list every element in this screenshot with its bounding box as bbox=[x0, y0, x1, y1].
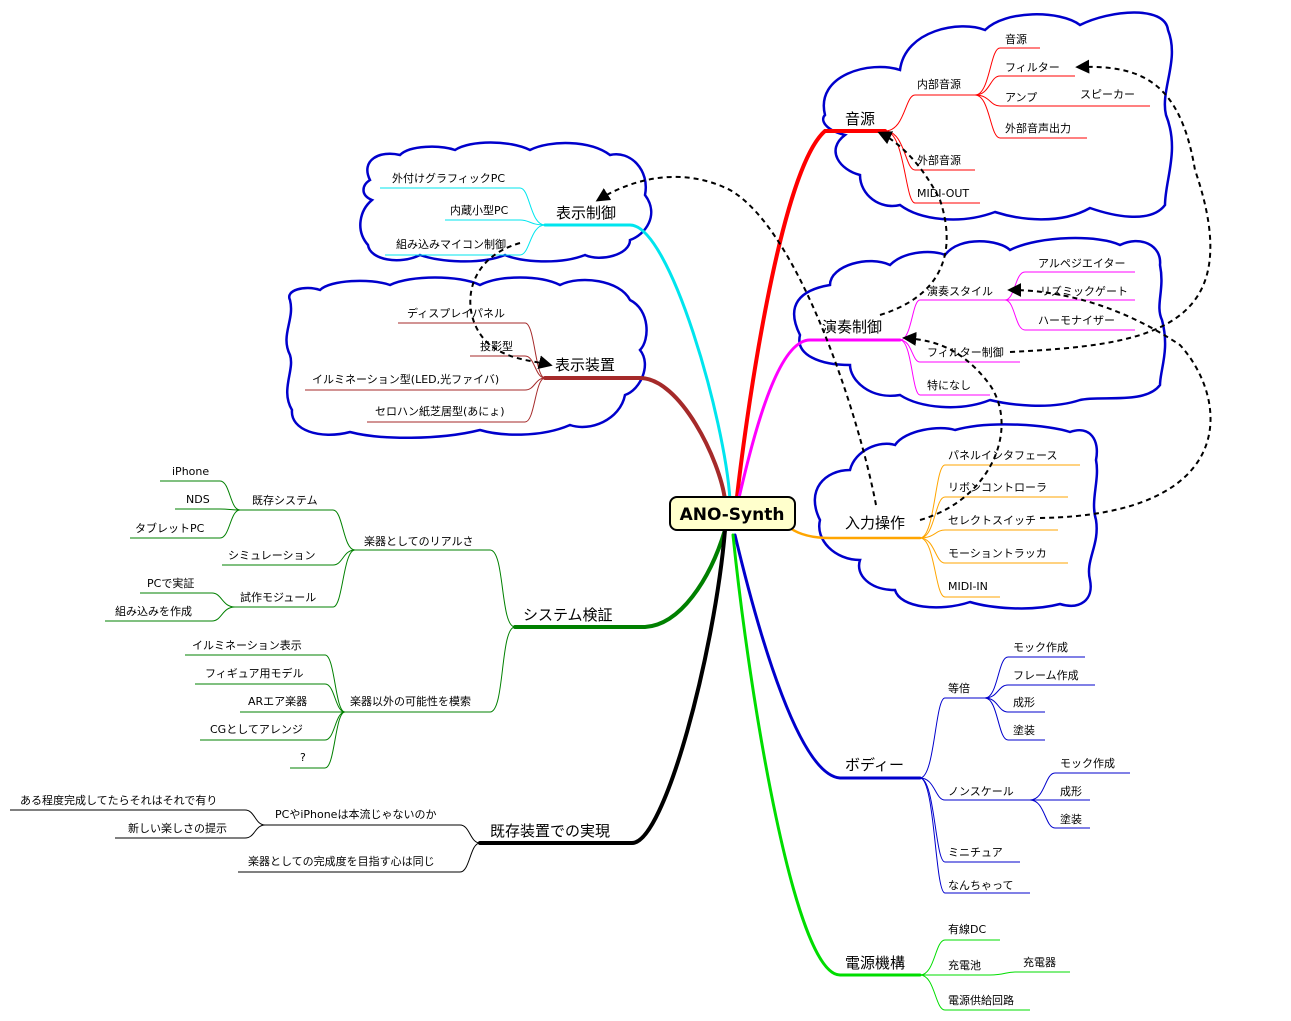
node-realism[interactable]: 楽器としてのリアルさ bbox=[364, 535, 474, 548]
branch-existing-curve bbox=[478, 528, 727, 845]
branch-verify-curve bbox=[513, 528, 727, 629]
node-ar-air-instrument[interactable]: ARエア楽器 bbox=[248, 695, 307, 708]
node-input[interactable]: 入力操作 bbox=[845, 514, 905, 532]
node-acceptable-if-complete[interactable]: ある程度完成してたらそれはそれで有り bbox=[20, 793, 217, 807]
node-cg-arrange[interactable]: CGとしてアレンジ bbox=[210, 723, 303, 736]
node-existing-system[interactable]: 既存システム bbox=[252, 493, 318, 507]
node-system-verification[interactable]: システム検証 bbox=[523, 606, 613, 624]
branch-body-curve bbox=[733, 533, 922, 780]
node-amp[interactable]: アンプ bbox=[1005, 91, 1037, 104]
node-harmonizer[interactable]: ハーモナイザー bbox=[1038, 314, 1115, 327]
node-question[interactable]: ? bbox=[300, 751, 306, 764]
node-display-device[interactable]: 表示装置 bbox=[555, 356, 615, 374]
node-filter[interactable]: フィルター bbox=[1005, 61, 1060, 74]
node-perform[interactable]: 演奏制御 bbox=[822, 318, 882, 336]
link-filterctrl-to-filter bbox=[1009, 59, 1212, 353]
node-molding-2[interactable]: 成形 bbox=[1060, 785, 1082, 798]
link-embedded-to-displaydev bbox=[469, 242, 553, 370]
node-iphone[interactable]: iPhone bbox=[172, 465, 209, 478]
node-motion-tracker[interactable]: モーショントラッカ bbox=[948, 547, 1047, 560]
node-midi-in[interactable]: MIDI-IN bbox=[948, 580, 988, 593]
node-arpeggiator[interactable]: アルペジエイター bbox=[1038, 257, 1125, 270]
node-miniature[interactable]: ミニチュア bbox=[948, 846, 1003, 859]
node-nonscale[interactable]: ノンスケール bbox=[948, 785, 1014, 798]
node-panel-interface[interactable]: パネルインタフェース bbox=[948, 449, 1057, 462]
cloud-display-ctrl bbox=[359, 141, 653, 263]
node-body[interactable]: ボディー bbox=[845, 756, 904, 774]
cloud-display-dev bbox=[285, 276, 648, 439]
node-none[interactable]: 特になし bbox=[927, 378, 971, 392]
cloud-input bbox=[813, 423, 1099, 610]
link-perform-to-sound bbox=[877, 131, 948, 316]
node-pc-proof[interactable]: PCで実証 bbox=[147, 576, 194, 590]
node-paint-2[interactable]: 塗装 bbox=[1060, 812, 1082, 826]
node-display-panel[interactable]: ディスプレイパネル bbox=[407, 306, 505, 320]
main-branches bbox=[478, 129, 922, 977]
node-embedded-mcu[interactable]: 組み込みマイコン制御 bbox=[396, 237, 506, 251]
node-charger[interactable]: 充電器 bbox=[1023, 955, 1056, 969]
node-select-switch[interactable]: セレクトスイッチ bbox=[948, 514, 1036, 527]
node-built-in-pc[interactable]: 内蔵小型PC bbox=[450, 203, 509, 217]
link-input-to-displayctrl bbox=[595, 175, 877, 506]
node-power[interactable]: 電源機構 bbox=[845, 954, 905, 972]
node-internal-source[interactable]: 内部音源 bbox=[917, 77, 961, 91]
node-same-mind[interactable]: 楽器としての完成度を目指す心は同じ bbox=[248, 854, 435, 868]
node-cellophane[interactable]: セロハン紙芝居型(あにょ) bbox=[375, 404, 505, 418]
node-build-embedded[interactable]: 組み込みを作成 bbox=[115, 605, 192, 618]
node-power-supply[interactable]: 電源供給回路 bbox=[948, 993, 1014, 1007]
node-ext-audio-out[interactable]: 外部音声出力 bbox=[1005, 121, 1071, 135]
node-same-size[interactable]: 等倍 bbox=[948, 681, 970, 695]
node-wired-dc[interactable]: 有線DC bbox=[948, 922, 986, 936]
branch-input-curve bbox=[788, 526, 922, 540]
branch-display-dev-curve bbox=[543, 376, 727, 502]
sub-branches bbox=[10, 47, 1150, 1011]
node-existing-realization[interactable]: 既存装置での実現 bbox=[490, 822, 610, 840]
node-projection[interactable]: 投影型 bbox=[480, 339, 513, 353]
node-speaker[interactable]: スピーカー bbox=[1080, 88, 1135, 101]
node-tablet-pc[interactable]: タブレットPC bbox=[135, 521, 205, 535]
node-nds[interactable]: NDS bbox=[186, 493, 210, 506]
node-illumination-type[interactable]: イルミネーション型(LED,光ファイバ) bbox=[312, 372, 499, 386]
root-node[interactable]: ANO-Synth bbox=[669, 496, 796, 531]
node-external-graphic-pc[interactable]: 外付けグラフィックPC bbox=[392, 171, 505, 185]
node-ribbon-controller[interactable]: リボンコントローラ bbox=[948, 481, 1047, 494]
branch-sound-curve bbox=[733, 129, 887, 517]
cloud-perform bbox=[792, 236, 1167, 409]
node-nanchatte[interactable]: なんちゃって bbox=[948, 879, 1013, 892]
dashed-connectors bbox=[469, 59, 1212, 521]
branch-perform-curve bbox=[733, 338, 902, 517]
node-perform-style[interactable]: 演奏スタイル bbox=[927, 284, 993, 298]
node-rhythmic-gate[interactable]: リズミックゲート bbox=[1040, 284, 1128, 298]
node-midi-out[interactable]: MIDI-OUT bbox=[917, 187, 969, 200]
node-source[interactable]: 音源 bbox=[1005, 32, 1027, 46]
node-mock-1[interactable]: モック作成 bbox=[1013, 641, 1068, 654]
branch-power-curve bbox=[731, 533, 922, 977]
link-input-to-perform bbox=[902, 331, 1003, 521]
cloud-sound bbox=[821, 11, 1174, 221]
node-simulation[interactable]: シミュレーション bbox=[228, 549, 316, 562]
cloud-boundaries bbox=[285, 11, 1174, 610]
node-other-possibilities[interactable]: 楽器以外の可能性を模索 bbox=[350, 694, 471, 708]
node-filter-control[interactable]: フィルター制御 bbox=[927, 345, 1004, 359]
node-mock-2[interactable]: モック作成 bbox=[1060, 757, 1115, 770]
link-select-to-rhythmic bbox=[1007, 283, 1212, 519]
node-external-source[interactable]: 外部音源 bbox=[917, 153, 961, 167]
node-sound[interactable]: 音源 bbox=[845, 110, 875, 128]
node-pc-iphone-question[interactable]: PCやiPhoneは本流じゃないのか bbox=[275, 807, 436, 821]
node-display-control[interactable]: 表示制御 bbox=[556, 204, 616, 222]
node-illumination-display[interactable]: イルミネーション表示 bbox=[192, 638, 302, 652]
node-molding-1[interactable]: 成形 bbox=[1013, 696, 1035, 709]
branch-display-ctrl-curve bbox=[543, 223, 732, 502]
root-label: ANO-Synth bbox=[680, 505, 785, 525]
node-prototype-module[interactable]: 試作モジュール bbox=[240, 590, 316, 604]
node-frame[interactable]: フレーム作成 bbox=[1013, 669, 1079, 682]
node-paint-1[interactable]: 塗装 bbox=[1013, 723, 1035, 737]
node-battery[interactable]: 充電池 bbox=[948, 958, 981, 972]
node-figure-model[interactable]: フィギュア用モデル bbox=[205, 666, 304, 680]
node-new-fun[interactable]: 新しい楽しさの提示 bbox=[128, 821, 227, 835]
